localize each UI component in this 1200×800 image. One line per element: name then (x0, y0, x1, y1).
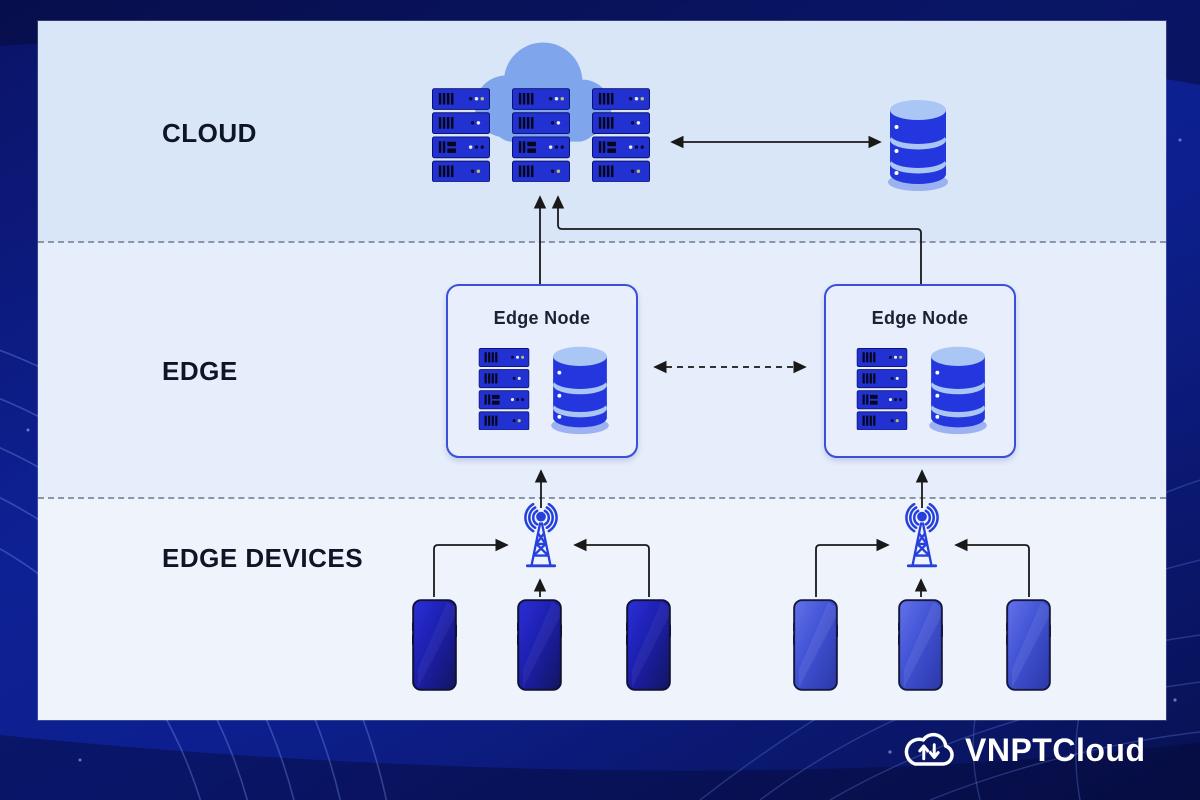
dashed-divider-cloud-edge (38, 241, 1166, 243)
edge-node-title: Edge Node (871, 308, 969, 328)
smartphone-icon (517, 599, 562, 691)
brand-text-regular: Cloud (1052, 731, 1146, 768)
database-icon (549, 341, 611, 437)
brand-text-bold: VNPT (965, 731, 1053, 768)
database-icon (927, 341, 989, 437)
server-rack-icon (592, 88, 650, 182)
server-rack-icon (474, 348, 534, 430)
cell-tower-icon (513, 503, 569, 577)
database-icon (886, 94, 950, 194)
edge-node-title: Edge Node (493, 308, 591, 328)
server-rack-icon (512, 88, 570, 182)
server-rack-icon (852, 348, 912, 430)
edge-node-box-left: Edge Node (446, 284, 638, 458)
layer-label-edge-devices: EDGE DEVICES (162, 543, 364, 573)
smartphone-icon (793, 599, 838, 691)
brand-text: VNPTCloud (965, 732, 1145, 769)
edge-node-content (474, 331, 611, 456)
smartphone-icon (898, 599, 943, 691)
brand-logo: VNPTCloud (901, 727, 1145, 773)
edge-devices-layer-band (38, 498, 1166, 720)
edge-node-content (852, 331, 989, 456)
dashed-divider-edge-devices (38, 497, 1166, 499)
layer-label-cloud: CLOUD (162, 118, 257, 148)
layer-label-edge: EDGE (162, 356, 238, 386)
edge-node-box-right: Edge Node (824, 284, 1016, 458)
smartphone-icon (412, 599, 457, 691)
smartphone-icon (1006, 599, 1051, 691)
cell-tower-icon (894, 503, 950, 577)
smartphone-icon (626, 599, 671, 691)
server-rack-icon (432, 88, 490, 182)
cloud-transfer-icon (901, 727, 957, 773)
